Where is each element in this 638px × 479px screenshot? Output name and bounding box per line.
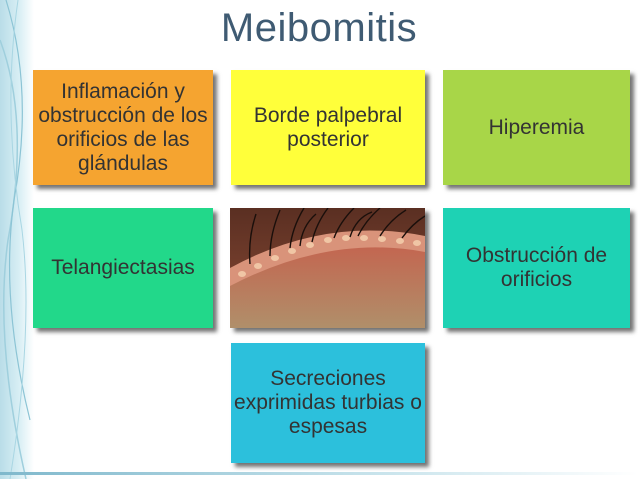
- tile-secreciones: Secreciones exprimidas turbias o espesas: [231, 343, 425, 463]
- tile-secreciones-text: Secreciones exprimidas turbias o espesas: [234, 367, 422, 438]
- tile-borde-palpebral: Borde palpebral posterior: [231, 70, 425, 185]
- tile-obstruccion: Obstrucción de orificios: [443, 208, 630, 328]
- bottom-rule: [0, 472, 638, 475]
- tile-borde-palpebral-text: Borde palpebral posterior: [253, 103, 403, 151]
- eyelid-photo: [230, 208, 425, 328]
- tile-inflamacion: Inflamación y obstrucción de los orifici…: [33, 70, 213, 185]
- eyelid-margin-photo-icon: [230, 208, 425, 328]
- tile-inflamacion-text: Inflamación y obstrucción de los orifici…: [38, 79, 208, 175]
- slide-title: Meibomitis: [220, 6, 418, 50]
- tile-hiperemia: Hiperemia: [443, 70, 630, 185]
- slide-edge-decoration: [0, 0, 34, 479]
- tile-hiperemia-text: Hiperemia: [488, 115, 585, 139]
- tile-obstruccion-text: Obstrucción de orificios: [465, 244, 608, 291]
- tile-telangiectasias-text: Telangiectasias: [51, 256, 195, 279]
- tile-telangiectasias: Telangiectasias: [33, 208, 213, 328]
